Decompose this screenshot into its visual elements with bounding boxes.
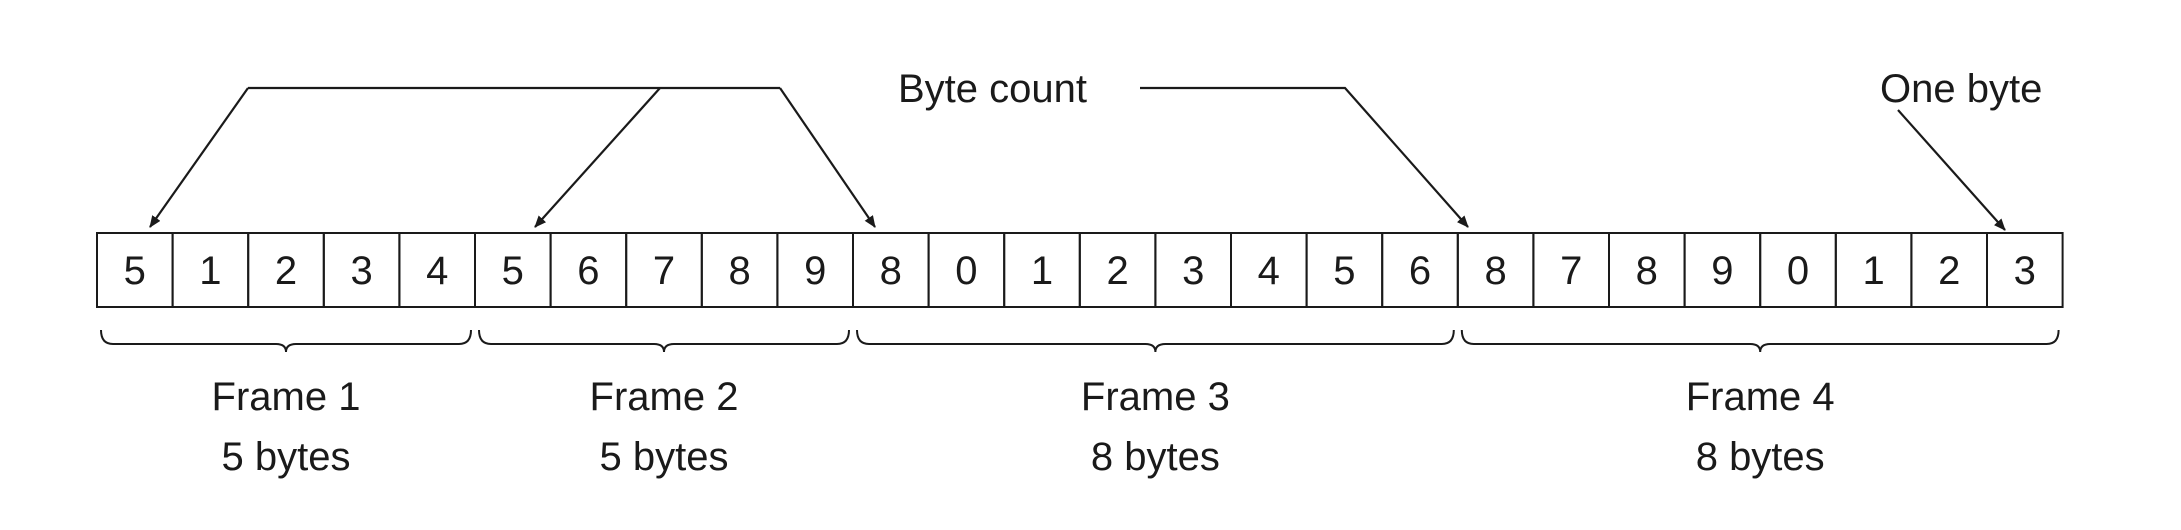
byte-value: 8 [728, 249, 750, 293]
byte-value: 4 [426, 249, 448, 293]
arrow-to-frame3-count [779, 87, 876, 228]
byte-value: 6 [1409, 249, 1431, 293]
byte-value: 0 [955, 249, 977, 293]
byte-value: 2 [1938, 249, 1960, 293]
byte-value: 3 [2014, 249, 2036, 293]
frame-brace [100, 329, 472, 353]
arrow-to-frame1-count [149, 87, 249, 228]
frame-brace [1460, 329, 2060, 353]
frame-groups: Frame 1 5 bytes Frame 2 5 bytes Frame 3 8 byt… [100, 329, 2060, 479]
frame-brace [856, 329, 1455, 353]
frame-name-label: Frame 4 [1686, 375, 1835, 419]
byte-value: 4 [1258, 249, 1280, 293]
byte-value: 5 [502, 249, 524, 293]
byte-cell [1986, 232, 2064, 308]
frame-size-label: 8 bytes [1091, 435, 1220, 479]
frame-name-label: Frame 3 [1081, 375, 1230, 419]
byte-count-arrows [149, 86, 2006, 231]
one-byte-label: One byte [1880, 67, 2042, 111]
byte-value: 2 [1106, 249, 1128, 293]
byte-value: 5 [1333, 249, 1355, 293]
frame-name-label: Frame 2 [590, 375, 739, 419]
byte-count-label: Byte count [898, 67, 1087, 111]
byte-value: 9 [804, 249, 826, 293]
arrow-to-frame4-count [1140, 86, 1469, 228]
byte-value: 5 [124, 249, 146, 293]
byte-value: 6 [577, 249, 599, 293]
byte-sequence: 5 1 2 3 4 5 6 7 8 9 8 0 1 2 3 4 5 6 8 7 8 9 0 1 2 3 [96, 232, 2064, 308]
frame-size-label: 5 bytes [600, 435, 729, 479]
byte-value: 3 [1182, 249, 1204, 293]
frame-brace [478, 329, 850, 353]
byte-value: 1 [1862, 249, 1884, 293]
byte-value: 7 [1560, 249, 1582, 293]
arrow-to-frame2-count [534, 87, 661, 228]
byte-value: 9 [1711, 249, 1733, 293]
byte-value: 8 [880, 249, 902, 293]
byte-value: 8 [1484, 249, 1506, 293]
one-byte-arrow [1897, 109, 2006, 231]
byte-value: 1 [1031, 249, 1053, 293]
byte-value: 8 [1636, 249, 1658, 293]
byte-value: 7 [653, 249, 675, 293]
byte-value: 0 [1787, 249, 1809, 293]
frame-name-label: Frame 1 [212, 375, 361, 419]
frame-size-label: 8 bytes [1696, 435, 1825, 479]
byte-value: 2 [275, 249, 297, 293]
byte-value: 3 [350, 249, 372, 293]
byte-value: 1 [199, 249, 221, 293]
frame-size-label: 5 bytes [222, 435, 351, 479]
